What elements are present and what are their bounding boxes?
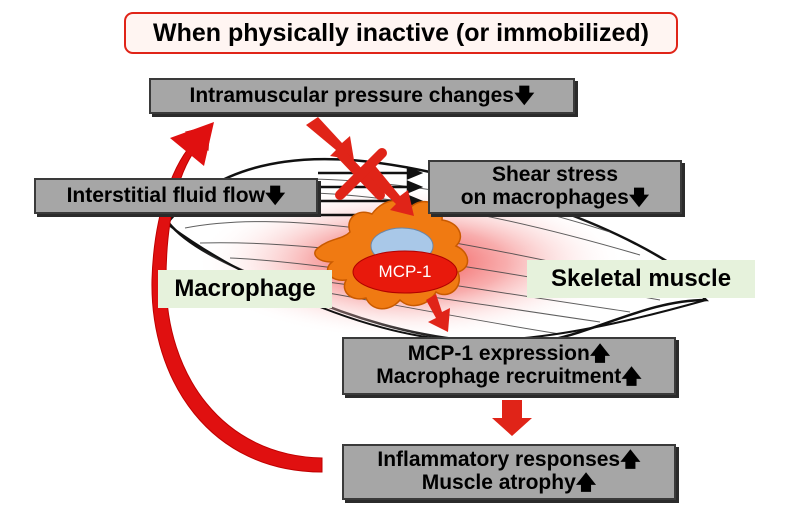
up-arrow-icon: 🡅 [589,343,611,366]
inflammatory-line1: Inflammatory responses [377,448,621,472]
shear-line2-wrap: on macrophages🡇 [460,186,650,210]
skeletal-muscle-label: Skeletal muscle [527,260,755,298]
macrophage-label: Macrophage [158,270,332,308]
pressure-text: Intramuscular pressure changes [189,83,514,107]
shear-stress-box: Shear stress on macrophages🡇 [428,160,682,214]
inflammatory-line2-wrap: Muscle atrophy🡅 [421,471,597,495]
shear-line2: on macrophages [460,186,629,209]
down-arrow-icon: 🡇 [628,187,650,209]
expression-line2: Macrophage recruitment [376,365,622,388]
pressure-box: Intramuscular pressure changes🡇 [149,78,575,114]
fluid-text: Interstitial fluid flow [66,183,265,207]
macrophage-text: Macrophage [174,275,316,303]
expression-line1-wrap: MCP-1 expression🡅 [407,342,611,366]
mcp1-label: MCP-1 [378,262,432,281]
up-arrow-icon: 🡅 [575,472,597,494]
shear-line1: Shear stress [491,163,619,187]
inflammatory-line1-wrap: Inflammatory responses🡅 [377,448,641,472]
up-arrow-icon: 🡅 [620,449,641,472]
muscle-sheath [169,225,707,342]
inflammatory-box: Inflammatory responses🡅 Muscle atrophy🡅 [342,444,676,500]
expression-to-inflammatory-arrow [492,400,532,436]
title-box: When physically inactive (or immobilized… [124,12,678,54]
expression-line2-wrap: Macrophage recruitment🡅 [376,365,642,389]
down-arrow-icon: 🡇 [513,84,535,107]
skeletal-muscle-text: Skeletal muscle [550,265,732,293]
down-arrow-icon: 🡇 [264,184,286,207]
fluid-flow-box: Interstitial fluid flow🡇 [34,178,318,214]
inflammatory-line2: Muscle atrophy [421,471,576,494]
blocked-cross [335,148,387,200]
title-text: When physically inactive (or immobilized… [153,18,649,47]
pressure-label-line: Intramuscular pressure changes🡇 [189,83,535,108]
mcp1-ellipse [352,250,458,294]
expression-line1: MCP-1 expression [407,342,590,366]
feedback-arrowhead [170,122,214,166]
mcp1-to-expression-arrow [426,294,450,332]
up-arrow-icon: 🡅 [621,366,642,388]
fluid-label-line: Interstitial fluid flow🡇 [66,183,286,208]
expression-box: MCP-1 expression🡅 Macrophage recruitment… [342,337,676,395]
